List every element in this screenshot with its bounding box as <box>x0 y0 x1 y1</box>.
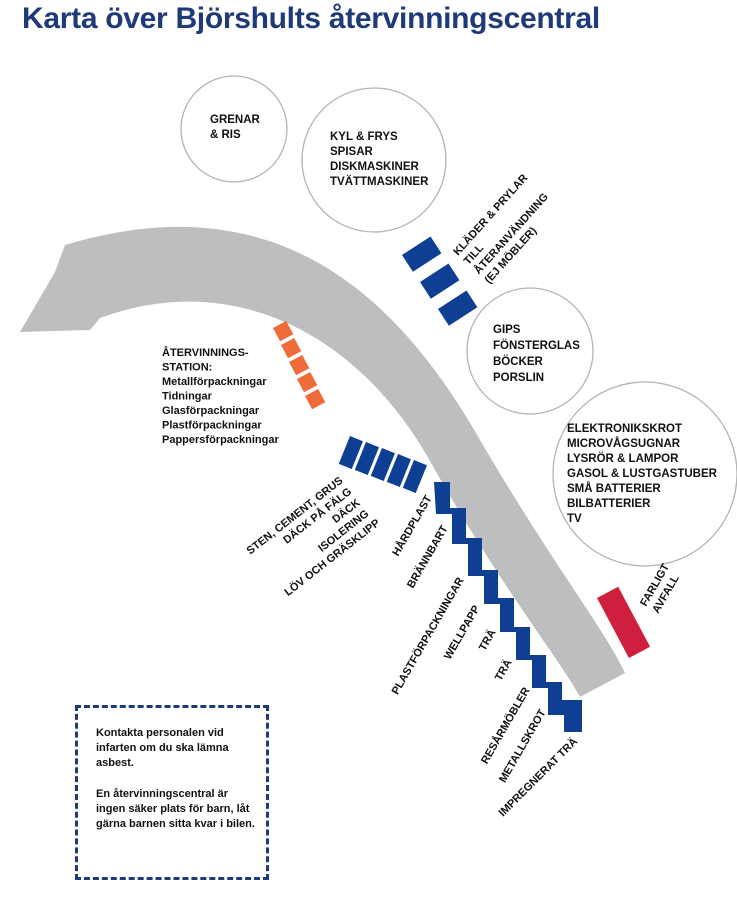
recycling-bin <box>305 388 326 410</box>
svg-text:FARLIGT AVFALL: FARLIGT AVFALL <box>638 559 686 615</box>
circle-line: BÖCKER <box>493 355 544 368</box>
recycling-station-containers <box>273 320 326 410</box>
recycling-bin <box>273 320 294 342</box>
reuse-container <box>438 290 478 326</box>
side-container <box>354 442 379 476</box>
circle-line: SMÅ BATTERIER <box>567 482 661 495</box>
circle-line: PORSLIN <box>493 372 544 384</box>
circle-line: DISKMASKINER <box>330 161 420 173</box>
recycling-line: Plastförpackningar <box>162 420 262 432</box>
side-containers <box>338 436 427 494</box>
circle-line: TV <box>567 513 582 525</box>
recycling-bin <box>297 371 318 393</box>
electronics-area: ELEKTRONIKSKROT MICROVÅGSUGNAR LYSRÖR & … <box>552 381 737 567</box>
circle-line: LYSRÖR & LAMPOR <box>567 452 679 465</box>
circle-line: & RIS <box>210 129 241 141</box>
recycling-line: ÅTERVINNINGS- <box>162 346 249 359</box>
recycling-line: Metallförpackningar <box>162 376 267 388</box>
circle-line: KYL & FRYS <box>330 131 398 143</box>
side-container <box>402 460 427 494</box>
white-goods-area: KYL & FRYS SPISAR DISKMASKINER TVÄTTMASK… <box>301 87 447 233</box>
recycling-bin <box>281 337 302 359</box>
svg-text:ÅTERVINNINGS- STATION:: ÅTERVINNINGS- STATION: Metallförpackning… <box>162 346 279 446</box>
gypsum-circle <box>466 287 594 415</box>
reuse-containers <box>402 236 478 326</box>
recycling-line: STATION: <box>162 362 212 374</box>
stair-label: TRÄ <box>492 657 515 683</box>
gypsum-area: GIPS FÖNSTERGLAS BÖCKER PORSLIN <box>466 287 594 415</box>
recycling-bin <box>289 354 310 376</box>
svg-text:ELEKTRONIKSKROT MICROVÅG: ELEKTRONIKSKROT MICROVÅGSUGNAR LYSRÖR & … <box>567 423 720 525</box>
circle-line: GRENAR <box>210 114 261 126</box>
recycling-line: Tidningar <box>162 391 213 403</box>
circle-line: GASOL & LUSTGASTUBER <box>567 468 718 480</box>
children-notice: En återvinningscentral är ingen säker pl… <box>96 788 255 830</box>
svg-text:GRENAR & RIS: GRENAR & RIS <box>210 114 263 141</box>
branches-area: GRENAR & RIS <box>180 75 288 183</box>
notice-box: Kontakta personalen vid infarten om du s… <box>75 705 269 880</box>
side-container <box>370 448 395 482</box>
recycling-line: Glasförpackningar <box>162 405 260 417</box>
hazardous-container <box>597 586 651 659</box>
circle-line: GIPS <box>493 324 521 336</box>
side-container <box>386 454 411 488</box>
svg-text:KYL & FRYS SPISAR: KYL & FRYS SPISAR DISKMASKINER TVÄTTMASK… <box>330 131 429 188</box>
branches-circle <box>180 75 288 183</box>
stair-label: TRÄ <box>476 627 499 653</box>
stair-containers <box>434 482 582 732</box>
side-container <box>338 436 363 470</box>
circle-line: TVÄTTMASKINER <box>330 175 429 188</box>
circle-line: ELEKTRONIKSKROT <box>567 423 682 435</box>
svg-text:STEN, CEMENT, GRUS DÄCK PÅ: STEN, CEMENT, GRUS DÄCK PÅ FÄLG DÄCK ISO… <box>245 473 383 601</box>
electronics-circle <box>552 381 737 567</box>
recycling-line: Pappersförpackningar <box>162 434 279 446</box>
page-title: Karta över Björshults återvinningscentra… <box>22 2 600 35</box>
reuse-container <box>402 236 442 272</box>
road-arrow-icon <box>20 226 625 697</box>
white-goods-circle <box>301 87 447 233</box>
circle-line: FÖNSTERGLAS <box>493 339 580 352</box>
circle-line: SPISAR <box>330 146 374 158</box>
circle-line: MICROVÅGSUGNAR <box>567 437 681 450</box>
svg-text:KLÄDER & PRYLAR TILL Å: KLÄDER & PRYLAR TILL ÅTERANVÄNDNING (EJ … <box>451 169 564 286</box>
asbestos-notice: Kontakta personalen vid infarten om du s… <box>96 727 229 769</box>
circle-line: BILBATTERIER <box>567 498 651 510</box>
reuse-container <box>420 263 460 299</box>
svg-text:GIPS FÖNSTERGLAS B: GIPS FÖNSTERGLAS BÖCKER PORSLIN <box>493 324 583 384</box>
